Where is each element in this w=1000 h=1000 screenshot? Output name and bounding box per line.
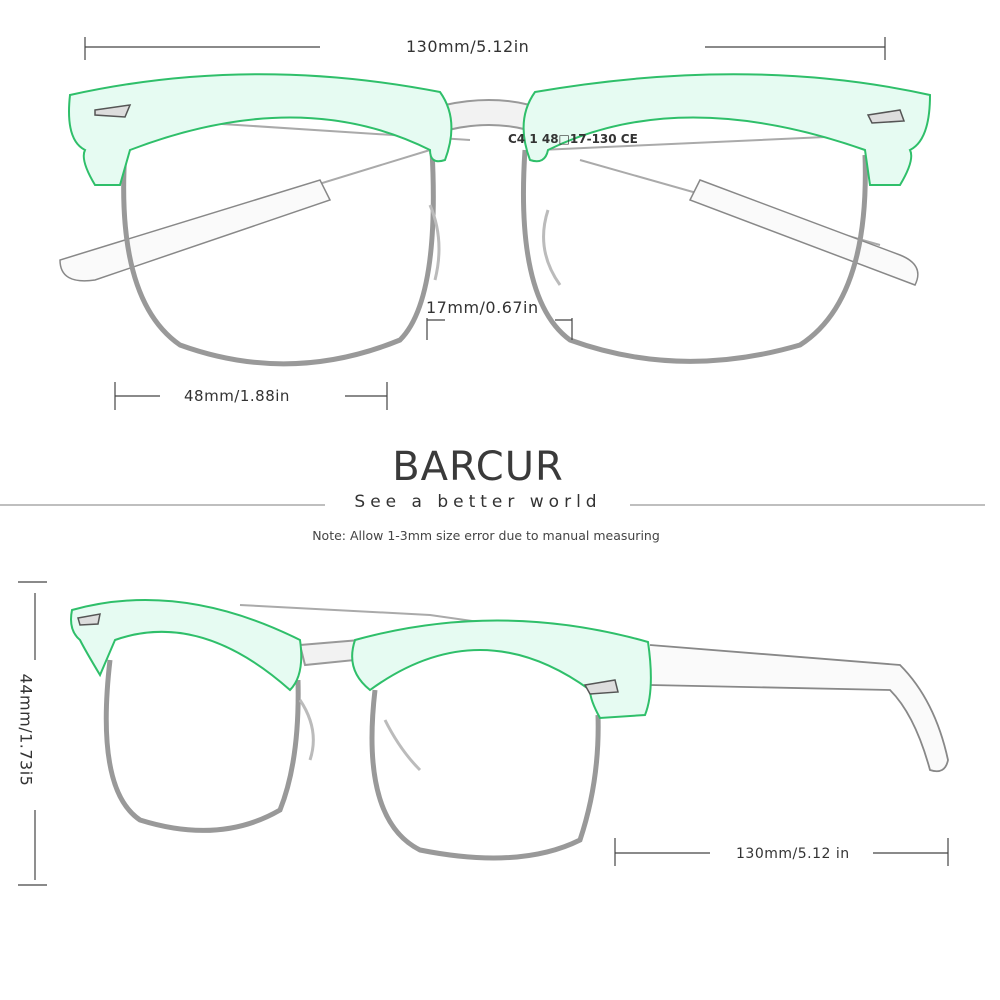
left-rivet-side [77, 613, 101, 626]
frame-width-label: 130mm/5.12in [406, 37, 530, 56]
brand-slogan: See a better world [354, 492, 602, 512]
right-temple-tip [688, 179, 919, 286]
bridge-width-label: 17mm/0.67in [426, 298, 539, 317]
lens-height-label: 44mm/1.73i5 [16, 673, 36, 787]
left-lens-rim-side [103, 659, 301, 833]
left-temple-tip [59, 179, 332, 282]
right-lens-rim-side [369, 689, 601, 861]
temple-marking: C4 1 48□17-130 CE [508, 132, 638, 146]
temple-length-label: 130mm/5.12 in [736, 846, 850, 862]
bridge-side [298, 638, 362, 667]
side-glasses-illustration [70, 599, 949, 861]
right-browline [522, 73, 932, 186]
side-dimension-lines [18, 581, 949, 886]
right-rivet-side [583, 679, 619, 695]
left-browline-side [70, 599, 303, 692]
left-browline [68, 73, 453, 186]
right-lens-rim [520, 149, 868, 364]
brand-name: BARCUR [392, 444, 564, 490]
left-rivet [94, 104, 132, 118]
bridge [443, 99, 532, 132]
right-browline-side [351, 619, 652, 720]
top-dimension-lines [0, 37, 985, 506]
near-temple [649, 644, 949, 773]
lens-width-label: 48mm/1.88in [184, 387, 290, 405]
nose-pads-side [298, 699, 422, 772]
nose-pads [428, 204, 562, 286]
measurement-note: Note: Allow 1-3mm size error due to manu… [312, 528, 660, 543]
left-lens-rim [121, 149, 436, 367]
right-rivet [866, 109, 906, 124]
top-glasses-illustration [59, 73, 932, 367]
